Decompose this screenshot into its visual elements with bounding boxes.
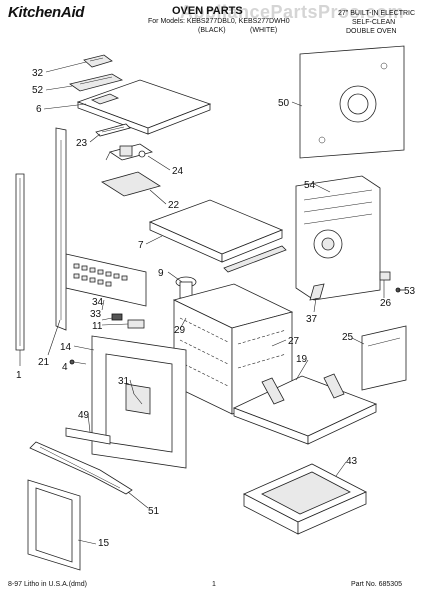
footer-page-number: 1: [212, 581, 216, 588]
part-51-door-handle[interactable]: [29, 441, 133, 495]
callout-51: 51: [148, 506, 160, 517]
callout-21: 21: [38, 357, 50, 368]
callout-9: 9: [158, 268, 164, 279]
part-1-trim-strip[interactable]: [15, 173, 25, 351]
callout-7: 7: [138, 240, 144, 251]
callout-34: 34: [92, 297, 104, 308]
part-49-handle-bar[interactable]: [65, 427, 111, 445]
callout-27: 27: [288, 336, 300, 347]
part-7-wrapper[interactable]: [148, 199, 287, 273]
callout-23: 23: [76, 138, 88, 149]
part-4-screw[interactable]: [69, 359, 87, 365]
leader-lines: [19, 61, 404, 545]
model-numbers: For Models: KEBS277DBL0, KEBS277DWH0: [148, 18, 290, 25]
callout-25: 25: [342, 332, 354, 343]
part-9-fan-motor[interactable]: [175, 276, 197, 318]
description-line-1: 27" BUILT-IN ELECTRIC: [338, 10, 416, 17]
callout-15: 15: [98, 538, 110, 549]
part-31-door-window[interactable]: [125, 383, 151, 415]
brand-logo: KitchenAid: [8, 4, 85, 21]
part-34-control-panel[interactable]: [65, 253, 147, 307]
callout-11: 11: [92, 321, 103, 332]
part-23-bracket[interactable]: [95, 123, 131, 137]
part-54-fan-insulation[interactable]: [295, 175, 381, 301]
part-24-relay[interactable]: [105, 143, 153, 161]
part-50-rear-panel[interactable]: [299, 45, 405, 159]
description-line-2: SELF-CLEAN: [352, 19, 396, 26]
watermark: AppliancePartsPros.com: [180, 2, 405, 22]
callout-37: 37: [306, 314, 318, 325]
part-22-insulation[interactable]: [101, 171, 161, 197]
callout-labels: 32 52 6 23 24 22 7 9 34 33 11 29 14 4 21…: [16, 68, 416, 549]
color-white-label: (WHITE): [250, 27, 278, 34]
part-37-bracket[interactable]: [309, 283, 325, 301]
part-52-insulation-strip[interactable]: [69, 73, 124, 92]
part-33-switch[interactable]: [111, 313, 123, 321]
callout-29: 29: [174, 325, 186, 336]
callout-6: 6: [36, 104, 42, 115]
part-25-side-panel[interactable]: [361, 325, 407, 391]
part-11-latch[interactable]: [127, 319, 145, 329]
callout-54: 54: [304, 180, 316, 191]
description-line-3: DOUBLE OVEN: [346, 28, 397, 35]
callout-4: 4: [62, 362, 68, 373]
callout-1: 1: [16, 370, 22, 381]
part-6-top-panel[interactable]: [76, 79, 212, 135]
part-21-side-trim[interactable]: [55, 127, 67, 331]
callout-49: 49: [78, 410, 90, 421]
callout-32: 32: [32, 68, 44, 79]
part-19-bottom-tray[interactable]: [232, 373, 378, 445]
callout-24: 24: [172, 166, 184, 177]
part-43-drawer-pan[interactable]: [243, 463, 367, 535]
callout-14: 14: [60, 342, 72, 353]
callout-53: 53: [404, 286, 416, 297]
footer-litho: 8-97 Litho in U.S.A.(dmd): [8, 581, 87, 588]
callout-33: 33: [90, 309, 102, 320]
part-15-door-gasket[interactable]: [27, 479, 81, 571]
callout-52: 52: [32, 85, 44, 96]
part-26-clip[interactable]: [379, 271, 391, 281]
part-32-label-plate[interactable]: [83, 54, 113, 68]
callout-26: 26: [380, 298, 392, 309]
color-black-label: (BLACK): [198, 27, 226, 34]
callout-31: 31: [118, 376, 130, 387]
callout-19: 19: [296, 354, 308, 365]
callout-43: 43: [346, 456, 358, 467]
page-title: OVEN PARTS: [172, 5, 243, 17]
callout-50: 50: [278, 98, 290, 109]
footer-part-number: Part No. 685305: [351, 581, 402, 588]
callout-22: 22: [168, 200, 180, 211]
